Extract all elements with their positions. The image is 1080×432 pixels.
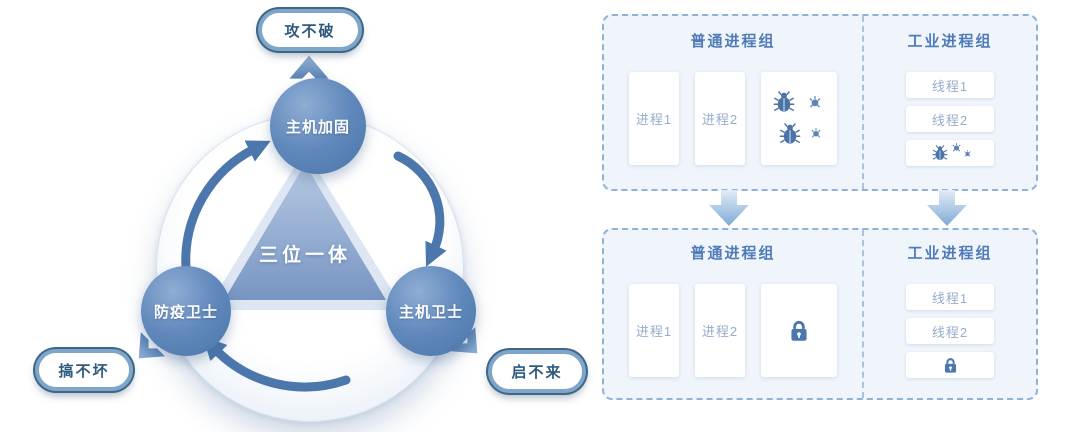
process-card-label: 进程1 bbox=[635, 324, 673, 339]
card-row: 进程1 进程2 bbox=[604, 72, 862, 165]
lock-icon bbox=[944, 357, 956, 373]
normal-process-group: 普通进程组 进程1 进程2 bbox=[604, 16, 862, 189]
industrial-process-group: 工业进程组 线程1 线程2 bbox=[862, 16, 1036, 189]
industrial-process-group: 工业进程组 线程1 线程2 bbox=[862, 230, 1036, 398]
process-panel-before: 普通进程组 进程1 进程2 bbox=[602, 14, 1038, 191]
group-title: 工业进程组 bbox=[907, 245, 993, 262]
process-card: 进程2 bbox=[695, 72, 745, 165]
group-title: 普通进程组 bbox=[690, 245, 776, 262]
callout-label: 启不来 bbox=[511, 364, 563, 381]
thread-card-label: 线程2 bbox=[931, 112, 969, 128]
malware-card bbox=[906, 140, 994, 166]
group-title: 工业进程组 bbox=[907, 33, 993, 50]
callout-label: 搞不坏 bbox=[58, 362, 110, 380]
card-row: 进程1 进程2 bbox=[604, 284, 862, 377]
thread-card-label: 线程1 bbox=[931, 78, 969, 94]
node-host-hardening: 主机加固 bbox=[270, 78, 366, 174]
thread-card: 线程1 bbox=[906, 72, 994, 98]
node-label: 防疫卫士 bbox=[153, 303, 218, 321]
malware-card bbox=[761, 72, 837, 165]
process-card-label: 进程2 bbox=[701, 112, 739, 127]
locked-card bbox=[761, 284, 837, 377]
thread-card: 线程2 bbox=[906, 106, 994, 132]
bug-icon bbox=[932, 145, 948, 160]
normal-process-group: 普通进程组 进程1 进程2 bbox=[604, 230, 862, 398]
trinity-center-label: 三位一体 bbox=[258, 245, 351, 266]
down-arrow-icon bbox=[709, 190, 749, 226]
node-label: 主机加固 bbox=[285, 118, 350, 136]
process-card: 进程2 bbox=[695, 284, 745, 377]
bug-icon bbox=[779, 123, 801, 144]
node-host-guard: 主机卫士 bbox=[386, 266, 476, 356]
thread-card: 线程1 bbox=[906, 284, 994, 310]
down-arrow-icon bbox=[927, 190, 967, 226]
thread-card-label: 线程1 bbox=[931, 290, 969, 306]
trinity-triangle bbox=[224, 164, 386, 300]
process-panel-after: 普通进程组 进程1 进程2 工业进程组 bbox=[602, 228, 1038, 400]
callout-unstartable: 启不来 bbox=[488, 350, 586, 393]
process-card-label: 进程1 bbox=[635, 112, 673, 127]
node-label: 主机卫士 bbox=[398, 303, 463, 321]
bug-icon bbox=[773, 91, 795, 112]
card-stack: 线程1 线程2 bbox=[864, 284, 1036, 378]
virus-icon bbox=[811, 128, 821, 138]
thread-card-label: 线程2 bbox=[931, 324, 969, 340]
virus-icon bbox=[952, 143, 961, 152]
virus-icon bbox=[964, 150, 971, 157]
locked-card bbox=[906, 352, 994, 378]
callout-label: 攻不破 bbox=[284, 22, 336, 40]
group-title: 普通进程组 bbox=[690, 33, 776, 50]
lock-icon bbox=[791, 320, 807, 341]
virus-icon bbox=[809, 96, 821, 108]
node-epidemic-guard: 防疫卫士 bbox=[141, 266, 231, 356]
thread-card: 线程2 bbox=[906, 318, 994, 344]
process-card: 进程1 bbox=[629, 284, 679, 377]
curved-arrow-icon bbox=[181, 140, 447, 392]
callout-unbreakable: 攻不破 bbox=[258, 9, 362, 51]
process-card-label: 进程2 bbox=[701, 324, 739, 339]
trinity-diagram-graphics bbox=[138, 55, 478, 392]
process-card: 进程1 bbox=[629, 72, 679, 165]
callout-undamageable: 搞不坏 bbox=[35, 349, 133, 391]
card-stack: 线程1 线程2 bbox=[864, 72, 1036, 166]
